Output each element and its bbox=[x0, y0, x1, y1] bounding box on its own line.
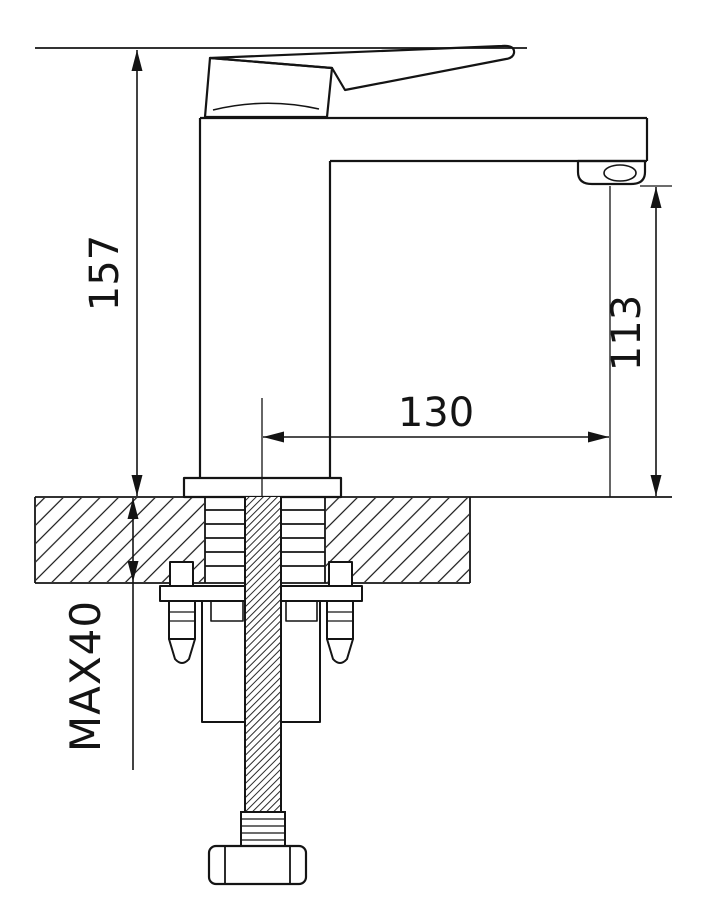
threaded-rod-threads bbox=[245, 497, 281, 812]
fixing-bolt-right-shaft bbox=[326, 600, 354, 640]
dim-130-label: 130 bbox=[398, 390, 474, 436]
fixing-tab-left bbox=[169, 561, 194, 587]
dim-130-arrow-left bbox=[263, 431, 284, 443]
handle-lever-blade bbox=[208, 44, 516, 92]
dimension-max40: MAX40 bbox=[61, 498, 139, 770]
countertop-hatch bbox=[36, 498, 469, 582]
mounting-block-detail-right bbox=[285, 600, 318, 622]
dim-max40-label: MAX40 bbox=[61, 600, 110, 752]
dimension-157: 157 bbox=[82, 50, 143, 496]
dim-max40-arrow-down bbox=[127, 561, 139, 582]
fixing-tab-right bbox=[328, 561, 353, 587]
mounting-block-detail-left bbox=[210, 600, 244, 622]
dim-157-label: 157 bbox=[82, 235, 128, 311]
faucet-outline bbox=[182, 44, 649, 499]
dim-113-arrow-up bbox=[650, 187, 662, 208]
handle-seam-line bbox=[212, 102, 320, 111]
aerator-outlet bbox=[603, 164, 637, 182]
rod-ribbed-section bbox=[240, 811, 286, 847]
fixing-bolt-right-tip bbox=[326, 638, 354, 664]
dimension-113: 113 bbox=[604, 187, 662, 496]
bottom-nut bbox=[207, 844, 308, 886]
dim-113-label: 113 bbox=[604, 295, 650, 371]
fixing-bolt-left-tip bbox=[168, 638, 196, 664]
fixing-bolt-left-shaft bbox=[168, 600, 196, 640]
dim-max40-arrow-up bbox=[127, 498, 139, 519]
dim-157-arrow-up bbox=[131, 50, 143, 71]
dim-113-arrow-down bbox=[650, 475, 662, 496]
aerator-housing bbox=[576, 159, 647, 186]
threaded-rod-assembly bbox=[207, 497, 308, 886]
dim-157-arrow-down bbox=[131, 475, 143, 496]
dim-130-arrow-right bbox=[588, 431, 609, 443]
dimension-130: 130 bbox=[263, 390, 609, 443]
